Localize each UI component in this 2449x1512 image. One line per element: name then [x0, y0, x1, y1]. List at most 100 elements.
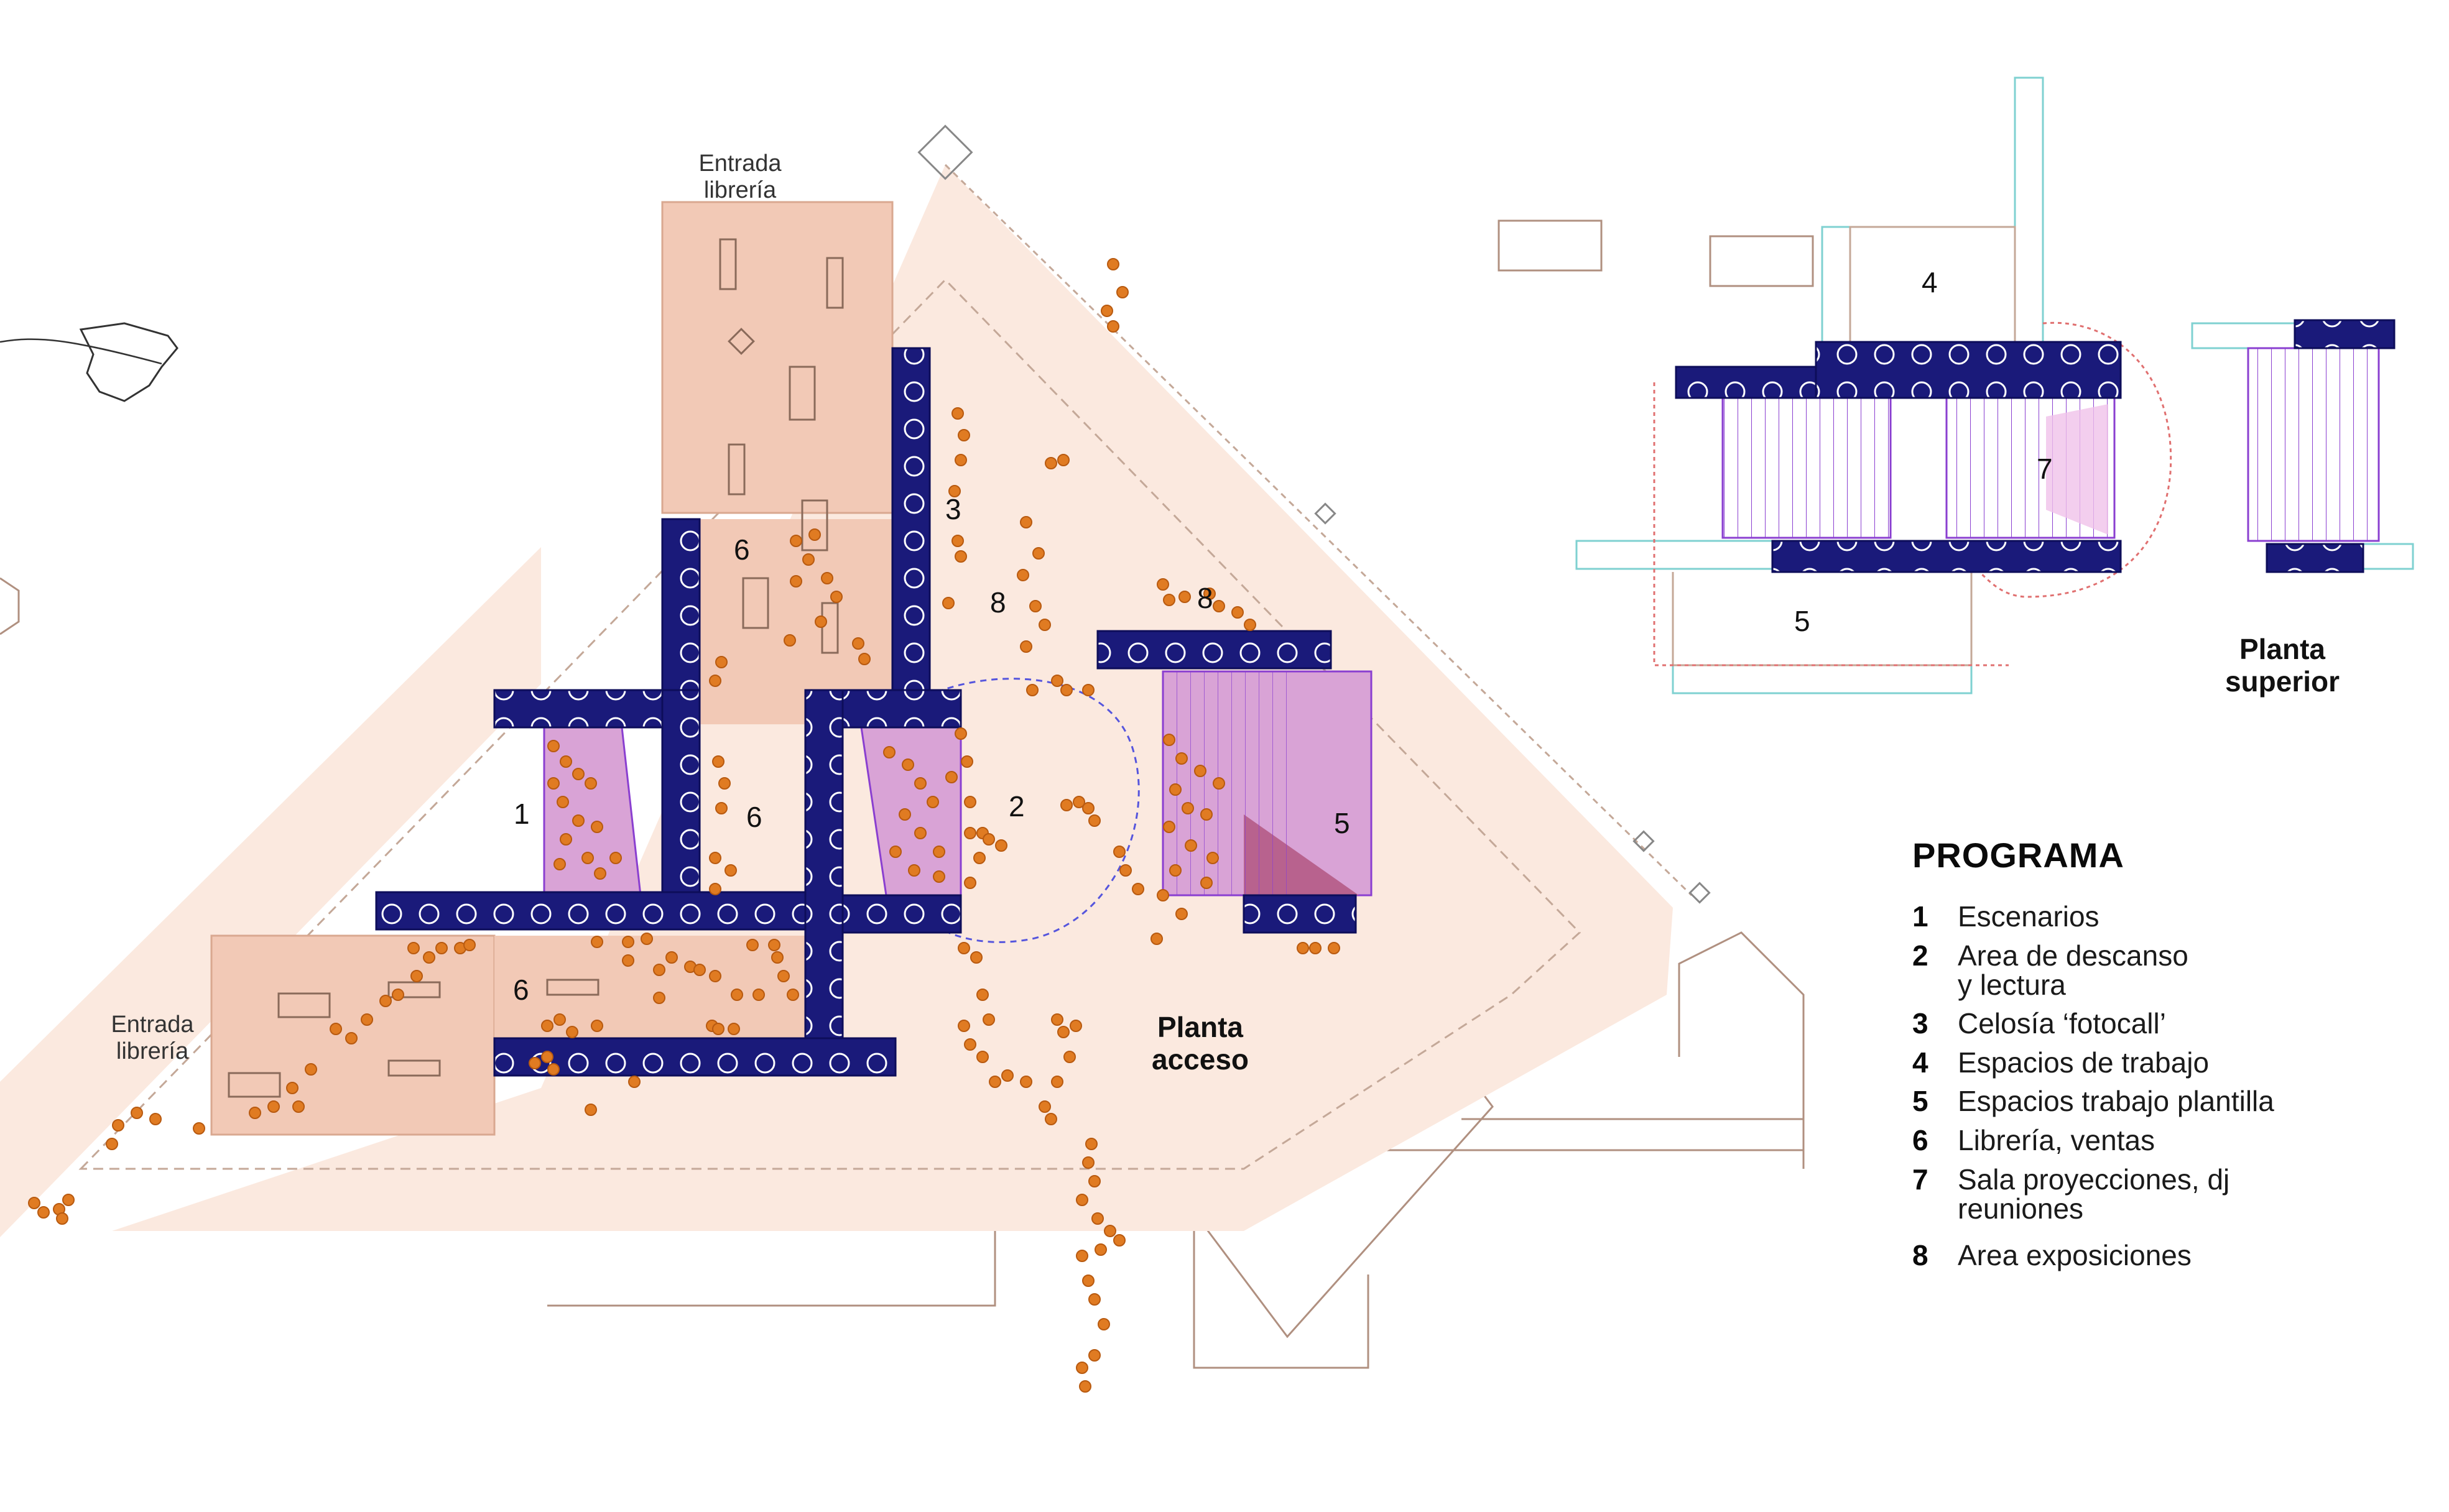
visitor-dot	[777, 970, 790, 982]
visitor-dot	[622, 954, 634, 967]
legend-item-1: 1 Escenarios	[1912, 900, 2099, 933]
visitor-dot	[379, 995, 392, 1007]
zone-number-5-upper: 5	[1794, 605, 1810, 637]
visitor-dot	[566, 1026, 578, 1038]
ground-floor-label-2: acceso	[1152, 1043, 1249, 1076]
visitor-dot	[693, 964, 706, 976]
visitor-dot	[1020, 640, 1032, 653]
legend-item-4: 4 Espacios de trabajo	[1912, 1046, 2209, 1079]
visitor-dot	[1200, 808, 1213, 821]
visitor-dot	[1082, 1275, 1095, 1287]
visitor-dot	[609, 852, 622, 864]
visitor-dot	[1057, 1026, 1070, 1038]
visitor-dot	[784, 634, 796, 647]
visitor-dot	[1076, 1362, 1088, 1374]
zone-number-7: 7	[2037, 453, 2053, 485]
visitor-dot	[1309, 942, 1322, 954]
visitor-dot	[1163, 734, 1175, 746]
bookstore-furniture	[228, 238, 844, 1098]
visitor-dot	[964, 827, 976, 839]
visitor-dot	[541, 1020, 553, 1032]
visitor-dot	[933, 870, 945, 883]
zone-number-6-c: 6	[513, 974, 529, 1006]
visitor-dot	[547, 1063, 560, 1076]
entrance-left-label-1: Entrada	[111, 1012, 194, 1038]
visitor-dot	[330, 1023, 342, 1035]
visitor-dot	[725, 864, 737, 877]
visitor-dot	[958, 429, 970, 441]
visitor-dot	[709, 883, 721, 895]
visitor-dot	[964, 1038, 976, 1051]
visitor-dot	[802, 553, 815, 566]
zone-number-8-b: 8	[1197, 582, 1213, 614]
ground-floor-label-1: Planta	[1157, 1011, 1243, 1043]
spain-map-icon	[0, 322, 178, 402]
visitor-dot	[790, 575, 802, 588]
visitor-dot	[581, 852, 594, 864]
legend-item-text-2: reuniones	[1958, 1192, 2083, 1225]
visitor-dot	[641, 933, 653, 945]
visitor-dot	[989, 1076, 1001, 1088]
visitor-dot	[1076, 1250, 1088, 1262]
visitor-dot	[883, 746, 896, 758]
plan-labels: Entrada librería Entrada librería Planta…	[111, 150, 2340, 1076]
visitor-dot	[423, 951, 435, 964]
visitor-dot	[529, 1057, 541, 1069]
visitor-dot	[1175, 752, 1188, 765]
visitor-dot	[1073, 796, 1085, 808]
visitor-dot	[1213, 600, 1225, 612]
legend-item-number: 3	[1912, 1007, 1928, 1040]
legend-title: PROGRAMA	[1912, 836, 2124, 875]
visitor-dot	[768, 939, 780, 951]
visitor-dot	[712, 1023, 725, 1035]
visitor-dot	[267, 1100, 280, 1113]
visitor-dot	[1203, 588, 1216, 600]
zone-number-5-ground: 5	[1334, 807, 1350, 839]
zone-number-6-b: 6	[746, 801, 762, 833]
visitor-dot	[1082, 802, 1095, 814]
visitor-dot	[572, 814, 585, 827]
visitor-dot	[976, 1051, 989, 1063]
visitor-dot	[1051, 1013, 1063, 1026]
visitor-dot	[858, 653, 871, 665]
visitor-dot	[106, 1138, 118, 1150]
visitor-dot	[1017, 569, 1029, 581]
visitor-dot	[1088, 814, 1101, 827]
legend-item-number: 8	[1912, 1239, 1928, 1271]
visitor-dot	[948, 485, 961, 497]
visitor-dot	[286, 1082, 299, 1094]
visitor-dot	[976, 989, 989, 1001]
visitor-dot	[712, 755, 725, 768]
visitor-dot	[407, 942, 420, 954]
visitor-dot	[1079, 1380, 1091, 1393]
visitor-dot	[995, 839, 1007, 852]
visitor-dot	[1200, 877, 1213, 889]
visitor-dot	[964, 796, 976, 808]
visitor-dot	[830, 591, 843, 603]
visitor-dot	[1328, 942, 1340, 954]
visitor-dot	[1088, 1175, 1101, 1187]
visitor-dot	[852, 637, 864, 650]
legend-item-text-2: y lectura	[1958, 969, 2066, 1001]
legend-item-text: Escenarios	[1958, 900, 2099, 933]
visitor-dot	[1085, 1138, 1098, 1150]
entrance-left-label-2: librería	[116, 1038, 189, 1064]
visitor-dot	[572, 768, 585, 780]
visitor-dot	[771, 951, 784, 964]
upper-floor-label-2: superior	[2225, 665, 2340, 698]
visitor-dot	[709, 852, 721, 864]
visitor-dot	[28, 1197, 40, 1209]
legend-item-text: Celosía ‘fotocall’	[1958, 1007, 2166, 1040]
visitor-dot	[1095, 1243, 1107, 1256]
visitor-dot	[1060, 799, 1073, 811]
visitor-dot	[591, 936, 603, 948]
visitor-dot	[1091, 1212, 1104, 1225]
visitor-dot	[1175, 908, 1188, 920]
visitor-dot	[808, 528, 821, 541]
visitor-dot	[752, 989, 765, 1001]
visitor-dot	[914, 827, 927, 839]
zone-number-4: 4	[1922, 266, 1938, 298]
upper-floor-plan	[1575, 76, 2414, 694]
visitor-dot	[1163, 594, 1175, 606]
visitor-dot	[787, 989, 799, 1001]
